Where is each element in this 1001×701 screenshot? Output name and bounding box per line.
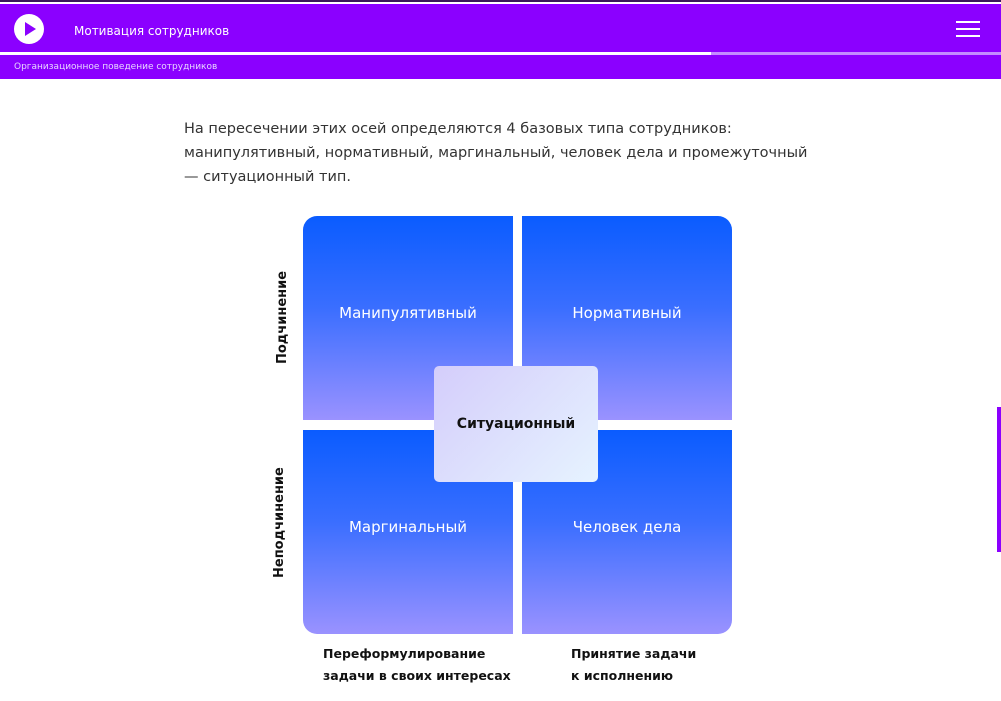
quadrant-label: Манипулятивный xyxy=(339,304,477,322)
label-line: к исполнению xyxy=(571,668,674,683)
quadrant-situational: Ситуационный xyxy=(434,366,598,482)
scrollbar[interactable] xyxy=(997,407,1001,552)
top-bar: Мотивация сотрудников xyxy=(0,4,1001,52)
axis-label-subordination: Подчинение xyxy=(275,270,290,364)
axis-label-insubordination: Неподчинение xyxy=(272,467,287,578)
quadrant-label: Маргинальный xyxy=(348,518,468,536)
label-line: Принятие задачи xyxy=(571,646,697,661)
breadcrumb[interactable]: Организационное поведение сотрудников xyxy=(0,55,1001,79)
intro-paragraph: На пересечении этих осей определяются 4 … xyxy=(184,121,808,185)
axis-label-acceptance: Принятие задачи к исполнению xyxy=(571,643,696,687)
quadrant-label: Человек дела xyxy=(572,518,682,536)
hamburger-menu-icon[interactable] xyxy=(956,21,980,37)
progress-fill xyxy=(0,52,711,55)
course-title: Мотивация сотрудников xyxy=(74,24,230,38)
label-line: Переформулирование xyxy=(323,646,486,661)
label-line: задачи в своих интересах xyxy=(323,668,511,683)
axis-label-reformulation: Переформулирование задачи в своих интерес… xyxy=(323,643,511,687)
play-logo-icon[interactable] xyxy=(14,14,44,44)
quadrant-label: Нормативный xyxy=(572,304,682,322)
progress-bar xyxy=(0,52,1001,55)
